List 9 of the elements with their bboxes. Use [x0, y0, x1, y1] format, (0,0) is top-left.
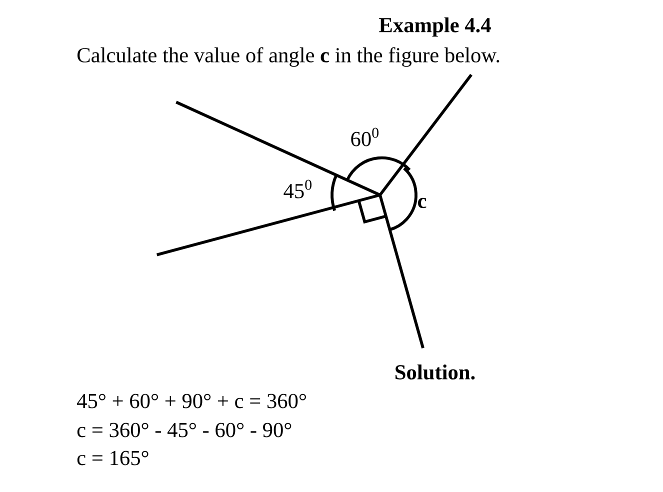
title: Example 4.4 [379, 17, 491, 37]
angle-label: 45$^{0}$ [284, 180, 312, 198]
angle-label: c [418, 198, 426, 208]
equation-line: c = 165° [77, 450, 148, 466]
angle-label: 60$^{0}$ [351, 128, 378, 146]
equation-line: c = 360° - 45° - 60° - 90° [77, 422, 292, 438]
question-text: Calculate the value of angle c in the figure below. [77, 47, 500, 67]
solution-heading: Solution. [396, 364, 475, 380]
equation-line: 45° + 60° + 90° + c = 360° [77, 394, 306, 408]
